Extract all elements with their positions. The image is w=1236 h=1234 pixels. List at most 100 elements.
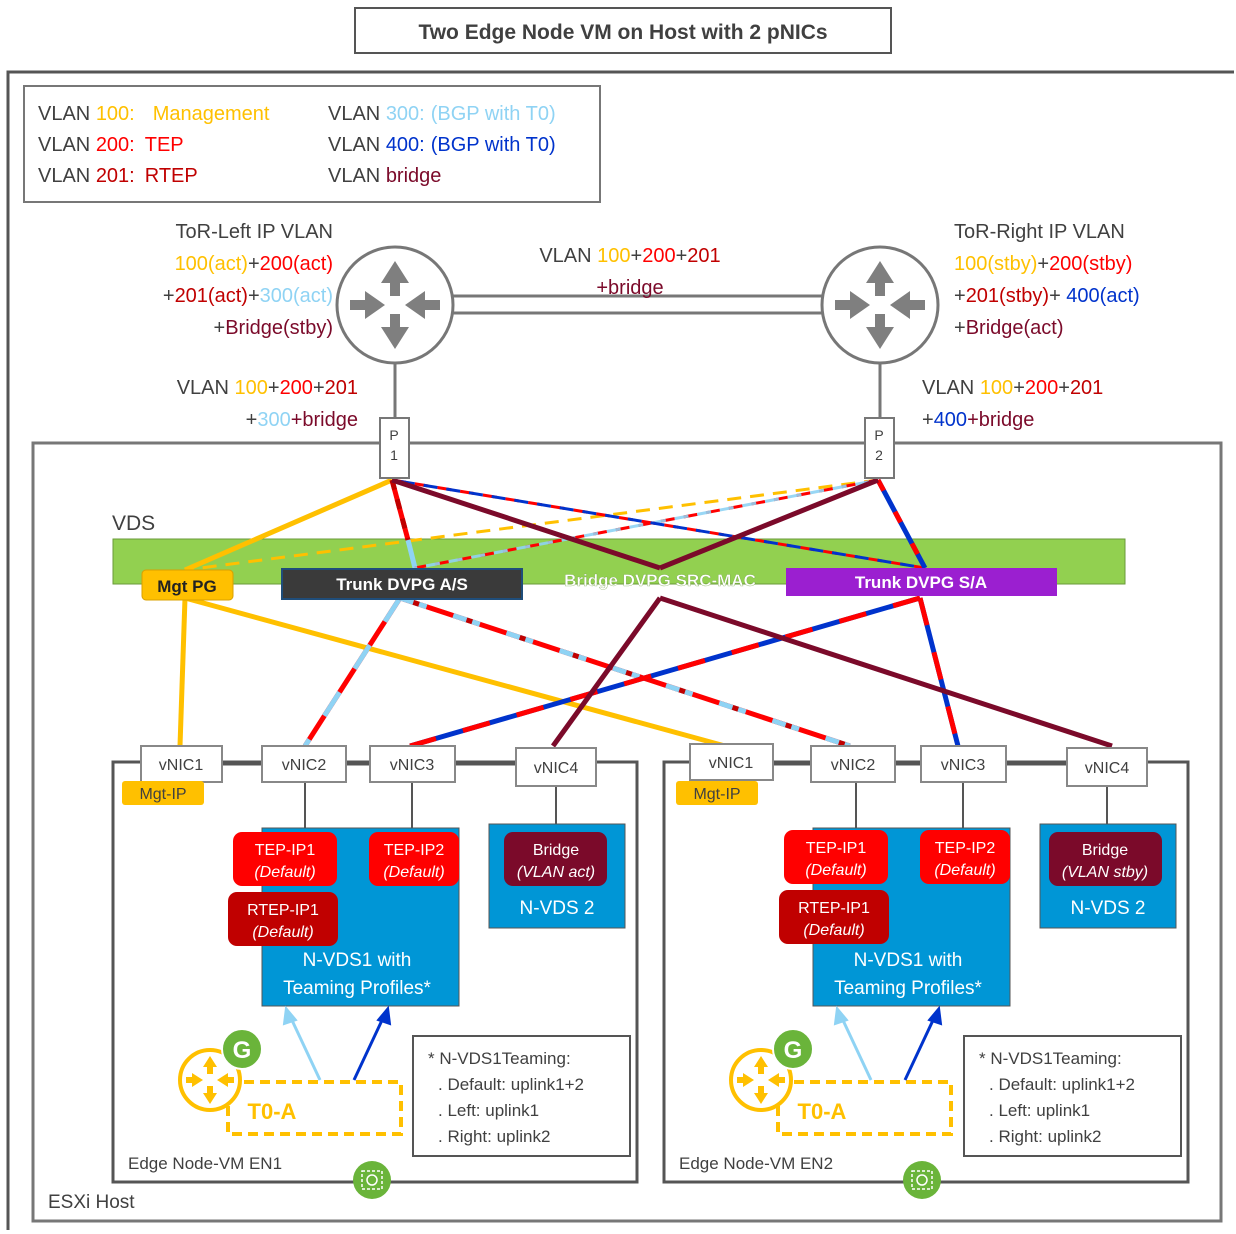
legend-row-2-left: VLAN 200:TEP xyxy=(38,134,184,156)
en1-vnic3 xyxy=(369,745,456,783)
en2-vnic2 xyxy=(810,745,896,783)
en2-vnic4-label: vNIC4 xyxy=(1085,760,1130,777)
en1-teaming-left: . Left: uplink1 xyxy=(438,1101,539,1120)
en1-g-badge-label: G xyxy=(233,1037,252,1064)
pnic-port-p1-letter: P xyxy=(389,427,398,443)
mgt-port-group xyxy=(141,569,234,601)
edge-node-en1: vNIC1 vNIC2 vNIC3 vNIC4 Mgt-IP N-VDS1 wi… xyxy=(122,745,631,1199)
title-box xyxy=(354,7,892,54)
vds-label: VDS xyxy=(112,512,155,535)
en1-teaming-right: . Right: uplink2 xyxy=(438,1127,550,1146)
pnic-port-p2-number: 2 xyxy=(875,447,883,463)
en1-nvds1-label-1: N-VDS1 with xyxy=(303,950,412,971)
en2-vnic3 xyxy=(920,745,1007,783)
en2-nvds1-label-1: N-VDS1 with xyxy=(854,950,963,971)
en2-g-badge xyxy=(772,1028,814,1070)
en2-t0-a-box xyxy=(776,1080,953,1136)
en2-bridge xyxy=(1049,832,1162,886)
en2-t0-router-icon xyxy=(729,1048,793,1112)
en1-teaming-title: * N-VDS1Teaming: xyxy=(428,1049,571,1068)
en1-rtep-ip1-label: RTEP-IP1 xyxy=(247,902,319,919)
en1-vnic2 xyxy=(261,745,347,783)
en2-tep-ip2-label: TEP-IP2 xyxy=(935,840,996,857)
trunk-dvpg-as-label: Trunk DVPG A/S xyxy=(336,575,468,594)
en2-nvds2-label: N-VDS 2 xyxy=(1071,898,1146,919)
en1-t0-a-box xyxy=(226,1080,403,1136)
legend-row-3-right: VLAN bridge xyxy=(328,165,441,187)
en1-name-label: Edge Node-VM EN1 xyxy=(128,1154,282,1173)
en1-tep-ip2-label: TEP-IP2 xyxy=(384,842,445,859)
trunk-dvpg-sa-label: Trunk DVPG S/A xyxy=(855,573,987,592)
en1-teaming-box xyxy=(412,1035,631,1157)
en2-bridge-label: Bridge xyxy=(1082,842,1128,859)
en1-tep-ip1 xyxy=(233,832,337,886)
interlink-vlans-line-2: +bridge xyxy=(596,277,663,299)
en2-vnic3-label: vNIC3 xyxy=(941,757,986,774)
en1-vnic3-label: vNIC3 xyxy=(390,757,435,774)
en2-vnic1 xyxy=(689,743,774,781)
en1-vnic4 xyxy=(515,747,597,787)
en1-rtep-ip1 xyxy=(228,892,338,946)
en2-vnic4 xyxy=(1066,747,1148,787)
p1-vlans-line-2: +300+bridge xyxy=(246,409,358,431)
en1-t0-router-icon xyxy=(178,1048,242,1112)
p1-vlans-line-1: VLAN 100+200+201 xyxy=(177,377,358,399)
en2-nvds1-label-2: Teaming Profiles* xyxy=(834,978,982,999)
en1-mgt-ip xyxy=(122,781,204,805)
en1-tep-ip2 xyxy=(369,832,459,886)
en1-mgt-ip-label: Mgt-IP xyxy=(139,786,186,803)
en2-mgt-ip-label: Mgt-IP xyxy=(693,786,740,803)
uplink-connections xyxy=(184,477,928,573)
en1-tep-ip1-label: TEP-IP1 xyxy=(255,842,316,859)
en1-arrow-blue xyxy=(352,1015,386,1081)
vnic-connections xyxy=(177,595,1113,749)
tor-left-title: ToR-Left IP VLAN xyxy=(176,221,333,243)
p2-vlans-line-2: +400+bridge xyxy=(922,409,1034,431)
legend-row-3-left: VLAN 201:RTEP xyxy=(38,165,198,187)
en1-teaming-default: . Default: uplink1+2 xyxy=(438,1075,584,1094)
en2-vm-icon xyxy=(903,1161,941,1199)
en1-t0-a-label: T0-A xyxy=(248,1099,297,1124)
tor-right-line-2: +201(stby)+ 400(act) xyxy=(954,285,1140,307)
edge-node-en2: vNIC1 vNIC2 vNIC3 vNIC4 Mgt-IP N-VDS1 wi… xyxy=(676,743,1182,1199)
p2-vlans-line-1: VLAN 100+200+201 xyxy=(922,377,1103,399)
en2-rtep-ip1-sub: (Default) xyxy=(803,922,864,939)
tor-right-title: ToR-Right IP VLAN xyxy=(954,221,1125,243)
en1-bridge-label: Bridge xyxy=(533,842,579,859)
en2-rtep-ip1-label: RTEP-IP1 xyxy=(798,900,870,917)
tor-right-line-3: +Bridge(act) xyxy=(954,317,1064,339)
en1-bridge-sub: (VLAN act) xyxy=(517,864,595,881)
en2-g-badge-label: G xyxy=(784,1037,803,1064)
en1-g-badge xyxy=(221,1028,263,1070)
trunk-dvpg-as xyxy=(281,568,523,600)
en2-t0-a-label: T0-A xyxy=(798,1099,847,1124)
en2-teaming-right: . Right: uplink2 xyxy=(989,1127,1101,1146)
en1-bridge xyxy=(504,832,607,886)
en1-vnic1-label: vNIC1 xyxy=(159,757,204,774)
mgt-port-group-label: Mgt PG xyxy=(157,577,217,596)
tor-left-line-3: +Bridge(stby) xyxy=(214,317,334,339)
esxi-host-label: ESXi Host xyxy=(48,1192,135,1213)
en1-nvds1-label-2: Teaming Profiles* xyxy=(283,978,431,999)
en2-name-label: Edge Node-VM EN2 xyxy=(679,1154,833,1173)
en2-arrow-light-blue xyxy=(839,1015,873,1081)
tor-left-line-1: 100(act)+200(act) xyxy=(175,253,333,275)
en1-tep-ip2-sub: (Default) xyxy=(383,864,444,881)
en1-vnic2-label: vNIC2 xyxy=(282,757,327,774)
outer-frame xyxy=(6,70,1234,1230)
pnic-port-p1-number: 1 xyxy=(390,447,398,463)
en1-arrow-light-blue xyxy=(288,1015,322,1081)
tor-left-line-2: +201(act)+300(act) xyxy=(163,285,333,307)
en2-tep-ip1-sub: (Default) xyxy=(805,862,866,879)
en1-tep-ip1-sub: (Default) xyxy=(254,864,315,881)
legend-row-2-right: VLAN 400:(BGP with T0) xyxy=(328,134,556,156)
en2-teaming-left: . Left: uplink1 xyxy=(989,1101,1090,1120)
en1-rtep-ip1-sub: (Default) xyxy=(252,924,313,941)
en2-tep-ip2 xyxy=(920,830,1010,884)
en2-tep-ip1 xyxy=(784,830,888,884)
en2-vnic2-label: vNIC2 xyxy=(831,757,876,774)
tor-right-router-icon xyxy=(820,245,940,418)
en1-vnic4-label: vNIC4 xyxy=(534,760,579,777)
en1-nvds2-label: N-VDS 2 xyxy=(520,898,595,919)
